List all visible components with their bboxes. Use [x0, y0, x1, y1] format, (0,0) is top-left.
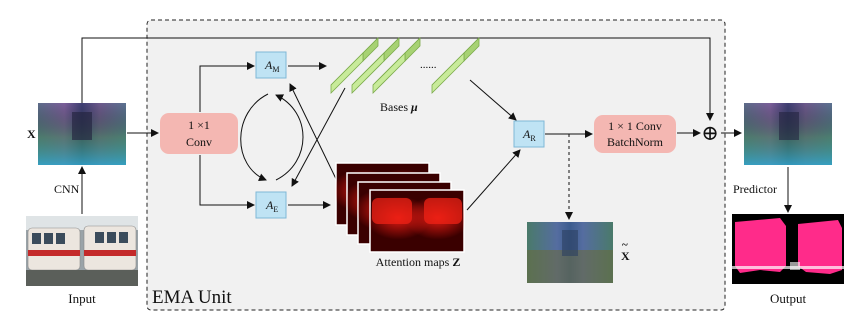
- sum-symbol: ⊕: [701, 121, 719, 145]
- svg-text:Attention maps Z: Attention maps Z: [376, 255, 461, 269]
- conv-to-am-arrow: [199, 62, 255, 112]
- attention-map-4: [369, 189, 465, 253]
- conv-line2: Conv: [186, 135, 212, 149]
- am-node: [255, 51, 287, 79]
- iteration-arc-right: [275, 94, 304, 181]
- attention-label: Attention maps: [376, 255, 450, 269]
- ar-base: A: [522, 127, 531, 141]
- cnn-label: CNN: [54, 182, 80, 196]
- ema-unit-title: EMA Unit: [152, 287, 232, 308]
- x-tilde-mark: ~: [622, 239, 628, 251]
- base-prism-2: [351, 37, 400, 94]
- ae-base: A: [265, 198, 274, 212]
- input-image: [26, 216, 138, 286]
- bases-stack: [330, 37, 480, 94]
- x-tilde-map: [527, 222, 613, 283]
- attention-to-am-arrow: [289, 83, 339, 184]
- conv-to-ae-arrow: [199, 155, 255, 209]
- skip-connection-arrow: [81, 37, 714, 121]
- base-prism-4: [431, 37, 480, 94]
- conv-block: [160, 113, 238, 154]
- bases-to-ae-arrow: [291, 87, 346, 187]
- iteration-arc-left: [240, 93, 269, 182]
- bases-label: Bases: [380, 100, 408, 114]
- am-sub: M: [272, 65, 279, 74]
- x-label: X: [27, 127, 36, 141]
- base-prism-3: [372, 37, 421, 94]
- svg-text:AE: AE: [265, 198, 278, 214]
- svg-text:X: X: [621, 249, 630, 263]
- attention-to-ar-arrow: [466, 149, 521, 211]
- bases-dots: ......: [420, 59, 437, 71]
- svg-text:Bases μ: Bases μ: [380, 100, 418, 114]
- conv-line1: 1 ×1: [188, 118, 210, 132]
- ar-node: [513, 120, 545, 148]
- base-prism-1: [330, 37, 379, 94]
- output-label: Output: [770, 291, 807, 306]
- bases-symbol: μ: [410, 100, 418, 114]
- input-label: Input: [68, 291, 96, 306]
- ae-node: [255, 191, 287, 219]
- svg-text:AM: AM: [264, 58, 279, 74]
- am-base: A: [264, 58, 273, 72]
- conv-batchnorm-line1: 1 × 1 Conv: [608, 119, 662, 133]
- predictor-label: Predictor: [733, 182, 777, 196]
- attention-symbol: Z: [452, 255, 460, 269]
- svg-text:AR: AR: [522, 127, 536, 143]
- attention-maps-stack: [335, 162, 465, 253]
- x-feature-map: [38, 103, 126, 165]
- output-feature-map: [744, 103, 832, 165]
- segmentation-output: [732, 214, 844, 284]
- bases-to-ar-arrow: [469, 79, 517, 121]
- ae-sub: E: [273, 205, 278, 214]
- ar-sub: R: [530, 134, 536, 143]
- conv-batchnorm-line2: BatchNorm: [607, 135, 664, 149]
- conv-batchnorm-block: [594, 115, 676, 153]
- x-tilde-label: X: [621, 249, 630, 263]
